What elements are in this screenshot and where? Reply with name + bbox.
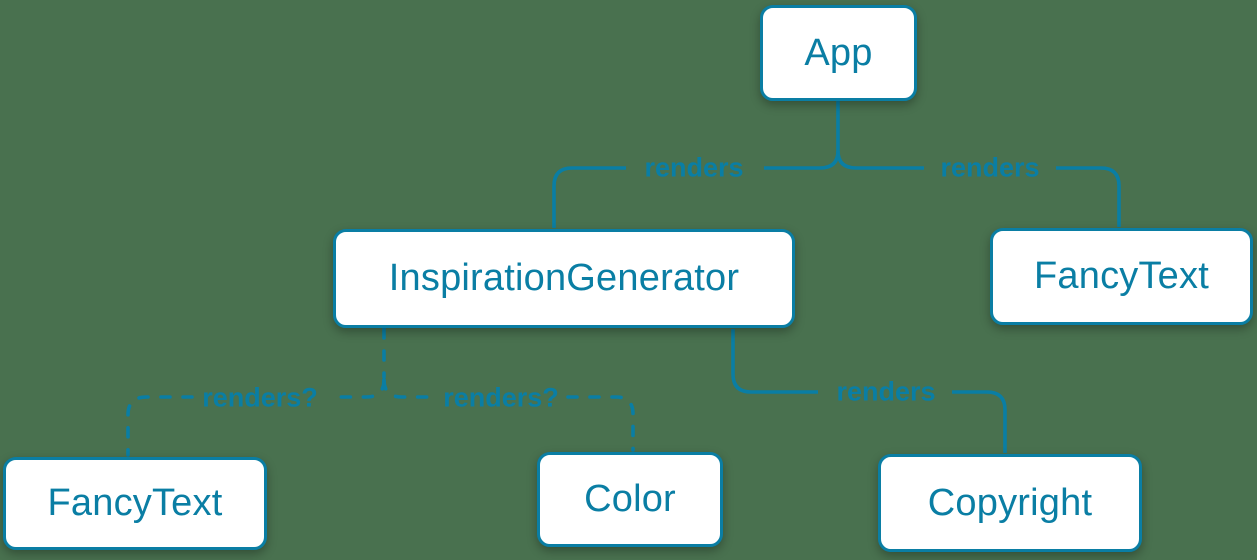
edge-inspirationgenerator-copyright [731,329,1007,453]
node-fancy-text-top: FancyText [990,228,1253,325]
edge-app-fancytext [836,150,1121,227]
edge-label-app-renders-fancytext: renders [940,152,1040,183]
node-color-label: Color [584,478,676,520]
node-app-label: App [804,31,873,74]
node-inspiration-generator: InspirationGenerator [333,229,795,328]
node-fancy-text-bottom-label: FancyText [47,482,223,524]
edge-label-inspirationgenerator-renders-fancytext: renders? [202,382,318,413]
node-fancy-text-top-label: FancyText [1034,255,1209,297]
edge-label-app-renders-inspirationgenerator: renders [644,152,744,183]
node-copyright: Copyright [878,454,1142,552]
edge-label-inspirationgenerator-renders-color: renders? [443,382,559,413]
node-inspiration-generator-label: InspirationGenerator [388,257,740,299]
node-color: Color [537,452,723,547]
edge-inspirationgenerator-color [382,378,635,452]
edge-label-inspirationgenerator-renders-copyright: renders [836,376,936,407]
node-app: App [760,5,917,101]
node-fancy-text-bottom: FancyText [3,457,267,550]
node-copyright-label: Copyright [927,481,1093,524]
